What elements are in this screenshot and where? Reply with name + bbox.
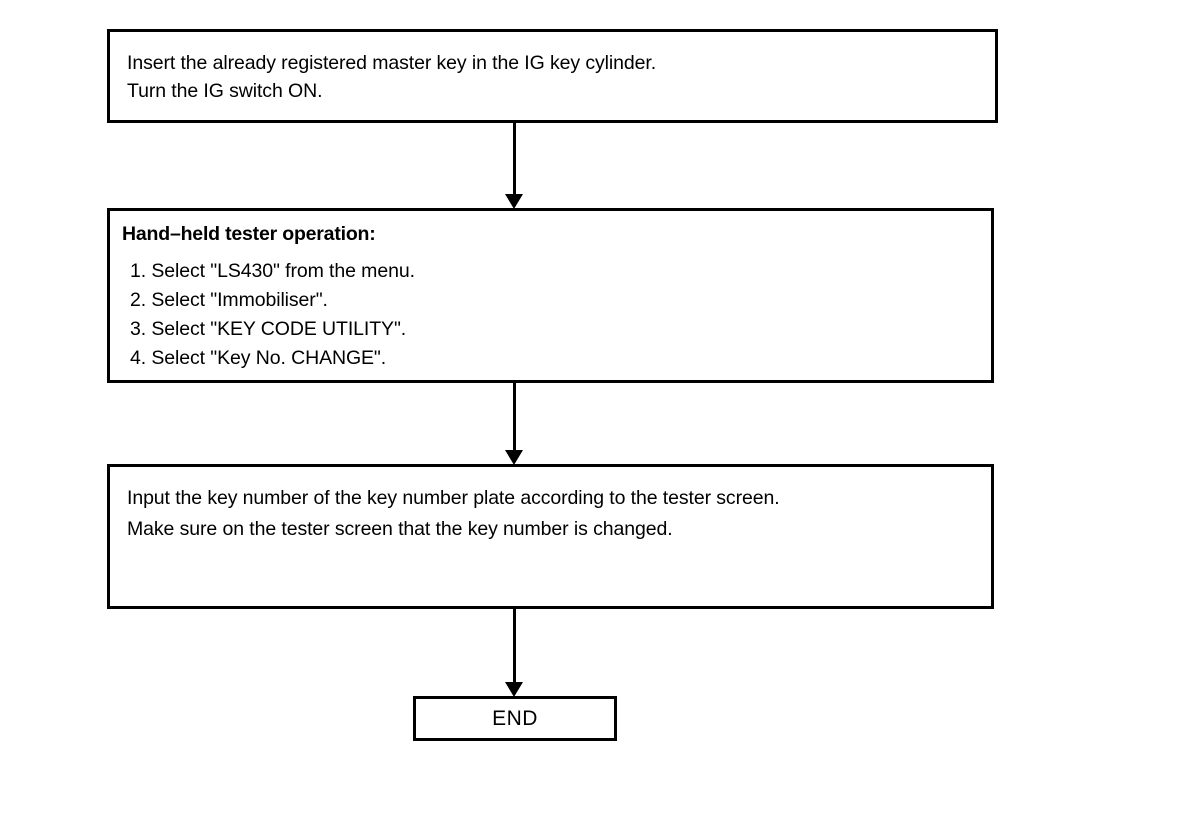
list-item: 4. Select "Key No. CHANGE". [130,347,387,369]
arrow-head-down-icon [505,450,523,465]
connector-shaft [513,123,516,194]
node-start-text: Insert the already registered master key… [127,52,657,102]
connector-shaft [513,609,516,682]
list-item: 2. Select "Immobiliser". [130,289,328,311]
node-input-text: Input the key number of the key number p… [127,487,780,540]
flowchart-node-tester-operation: Hand–held tester operation: 1. Select "L… [107,208,994,383]
list-item: 1. Select "LS430" from the menu. [130,260,415,282]
arrow-head-down-icon [505,194,523,209]
node-end-label: END [492,706,538,730]
connector-shaft [513,383,516,450]
arrow-head-down-icon [505,682,523,697]
flowchart-node-end: END [413,696,617,741]
flowchart-node-input-key-number: Input the key number of the key number p… [107,464,994,609]
flowchart-node-start: Insert the already registered master key… [107,29,998,123]
node-tester-heading: Hand–held tester operation: [122,223,376,245]
list-item: 3. Select "KEY CODE UTILITY". [130,318,407,340]
node-tester-step-list: 1. Select "LS430" from the menu. 2. Sele… [130,257,415,373]
